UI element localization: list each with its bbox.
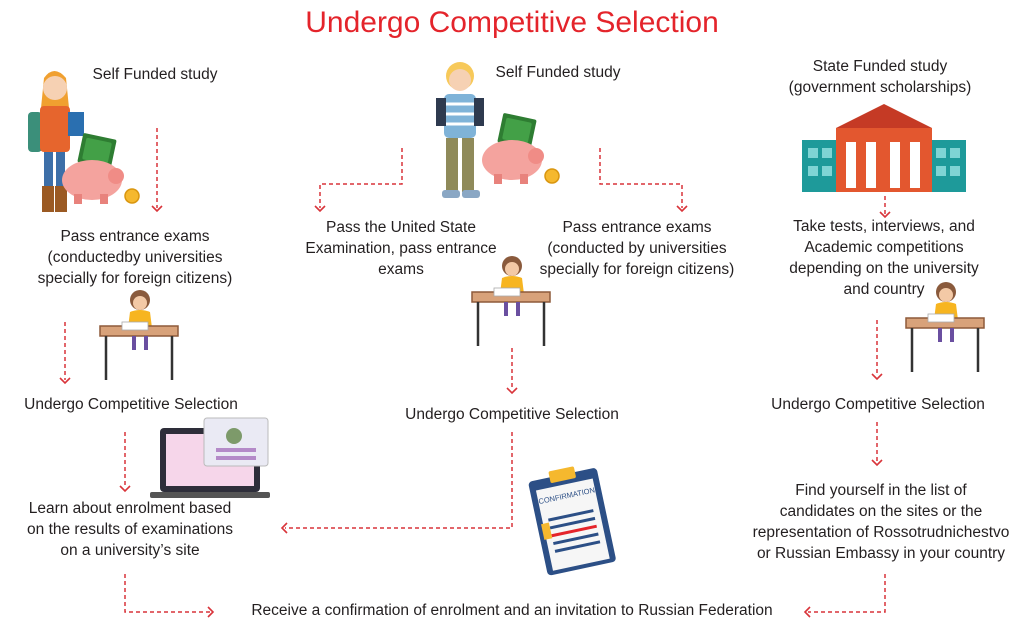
text-line: Take tests, interviews, and <box>793 218 975 235</box>
left-heading: Self Funded study <box>92 66 218 83</box>
text-line: (conducted by universities <box>547 240 727 257</box>
page-title: Undergo Competitive Selection <box>305 6 719 39</box>
text-line: (conductedby universities <box>47 249 223 266</box>
left-selection: Undergo Competitive Selection <box>24 396 238 413</box>
flow-arrows <box>64 128 886 613</box>
middle-exam-a: Pass the United State Examination, pass … <box>286 217 516 280</box>
text-line: Academic competitions <box>804 239 964 256</box>
right-selection: Undergo Competitive Selection <box>771 396 985 413</box>
middle-exam-b: Pass entrance exams (conducted by univer… <box>526 217 748 280</box>
text-line: Examination, pass entrance <box>305 240 497 257</box>
piggy-bank-icon <box>481 112 560 185</box>
text-line: Pass entrance exams <box>60 228 210 245</box>
government-building-icon <box>802 104 966 192</box>
girl-student-icon <box>28 71 84 212</box>
text-line: and country <box>843 281 925 298</box>
text-line: on a university’s site <box>60 542 200 559</box>
text-line: specially for foreign citizens) <box>539 261 735 278</box>
left-learn-text: Learn about enrolment based on the resul… <box>5 498 255 561</box>
text-line: State Funded study <box>812 58 948 75</box>
text-line: exams <box>378 261 424 278</box>
right-tests-text: Take tests, interviews, and Academic com… <box>764 216 1004 300</box>
text-line: specially for foreign citizens) <box>37 270 233 287</box>
text-line: candidates on the sites or the <box>779 503 983 520</box>
left-exam-text: Pass entrance exams (conductedby univers… <box>20 226 250 289</box>
laptop-profile-icon <box>150 417 270 498</box>
text-line: Pass the United State <box>326 219 476 236</box>
text-line: Pass entrance exams <box>562 219 712 236</box>
middle-heading: Self Funded study <box>495 64 621 81</box>
text-line: (government scholarships) <box>788 79 972 96</box>
text-line: or Russian Embassy in your country <box>756 545 1006 562</box>
right-find-text: Find yourself in the list of candidates … <box>738 480 1024 564</box>
text-line: depending on the university <box>789 260 979 277</box>
student-at-desk-icon <box>98 288 180 382</box>
text-line: representation of Rossotrudnichestvo <box>752 524 1010 541</box>
boy-student-icon <box>436 62 484 198</box>
text-line: Find yourself in the list of <box>795 482 967 499</box>
text-line: on the results of examinations <box>27 521 233 538</box>
right-heading: State Funded study (government scholarsh… <box>770 56 990 98</box>
confirmation-clipboard-icon: CONFIRMATION <box>528 466 616 576</box>
middle-selection: Undergo Competitive Selection <box>405 406 619 423</box>
bottom-result: Receive a confirmation of enrolment and … <box>251 602 773 619</box>
piggy-bank-icon <box>61 132 140 205</box>
text-line: Learn about enrolment based <box>28 500 232 517</box>
